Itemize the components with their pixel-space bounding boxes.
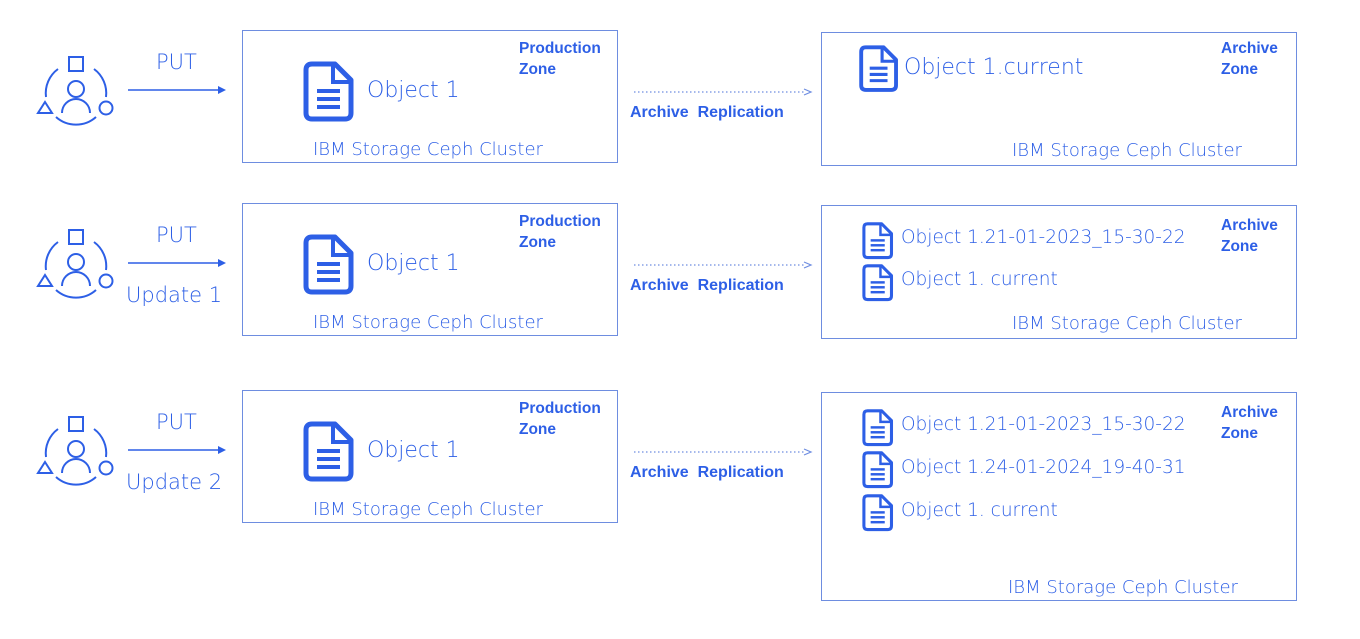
production-cluster-label: IBM Storage Ceph Cluster [313, 499, 543, 520]
document-icon [862, 451, 894, 489]
production-zone-label: Production Zone [519, 400, 601, 438]
put-label: PUT [156, 223, 197, 247]
production-object-label: Object 1 [367, 78, 460, 103]
replication-arrow [634, 261, 813, 269]
replication-label: Archive Replication [630, 104, 784, 121]
document-icon [862, 264, 894, 302]
production-cluster-label: IBM Storage Ceph Cluster [313, 312, 543, 333]
archive-object-label: Object 1.24-01-2024_19-40-31 [901, 457, 1186, 478]
archive-object-label: Object 1.21-01-2023_15-30-22 [901, 227, 1186, 248]
document-icon [862, 222, 894, 260]
archive-object-label: Object 1. current [901, 269, 1058, 290]
production-zone-box: Production Zone Object 1 IBM Storage Cep… [242, 390, 618, 523]
archive-zone-box: Archive Zone Object 1.21-01-2023_15-30-2… [821, 392, 1297, 601]
archive-zone-label: Archive Zone [1221, 404, 1278, 442]
user-group-icon [36, 56, 114, 126]
archive-zone-box: Archive Zone Object 1.current IBM Storag… [821, 32, 1297, 166]
production-object-label: Object 1 [367, 438, 460, 463]
put-label: PUT [156, 410, 197, 434]
archive-object-label: Object 1. current [901, 500, 1058, 521]
put-arrow [128, 446, 226, 454]
update-label: Update 2 [126, 470, 223, 494]
user-group-icon [36, 229, 114, 299]
put-arrow [128, 259, 226, 267]
archive-zone-box: Archive Zone Object 1.21-01-2023_15-30-2… [821, 205, 1297, 339]
document-icon [859, 45, 898, 92]
document-icon [303, 421, 354, 482]
production-object-label: Object 1 [367, 251, 460, 276]
archive-cluster-label: IBM Storage Ceph Cluster [1008, 577, 1238, 598]
archive-object-label: Object 1.21-01-2023_15-30-22 [901, 414, 1186, 435]
put-arrow [128, 86, 226, 94]
user-group-icon [36, 416, 114, 486]
production-zone-box: Production Zone Object 1 IBM Storage Cep… [242, 203, 618, 336]
document-icon [862, 494, 894, 532]
archive-cluster-label: IBM Storage Ceph Cluster [1012, 140, 1242, 161]
replication-arrow [634, 88, 813, 96]
production-cluster-label: IBM Storage Ceph Cluster [313, 139, 543, 160]
update-label: Update 1 [126, 283, 223, 307]
production-zone-label: Production Zone [519, 40, 601, 78]
archive-zone-label: Archive Zone [1221, 40, 1278, 78]
document-icon [303, 234, 354, 295]
replication-label: Archive Replication [630, 464, 784, 481]
replication-arrow [634, 448, 813, 456]
archive-cluster-label: IBM Storage Ceph Cluster [1012, 313, 1242, 334]
document-icon [303, 61, 354, 122]
put-label: PUT [156, 50, 197, 74]
production-zone-box: Production Zone Object 1 IBM Storage Cep… [242, 30, 618, 163]
archive-zone-label: Archive Zone [1221, 217, 1278, 255]
document-icon [862, 409, 894, 447]
replication-label: Archive Replication [630, 277, 784, 294]
archive-object-label: Object 1.current [904, 55, 1084, 80]
production-zone-label: Production Zone [519, 213, 601, 251]
